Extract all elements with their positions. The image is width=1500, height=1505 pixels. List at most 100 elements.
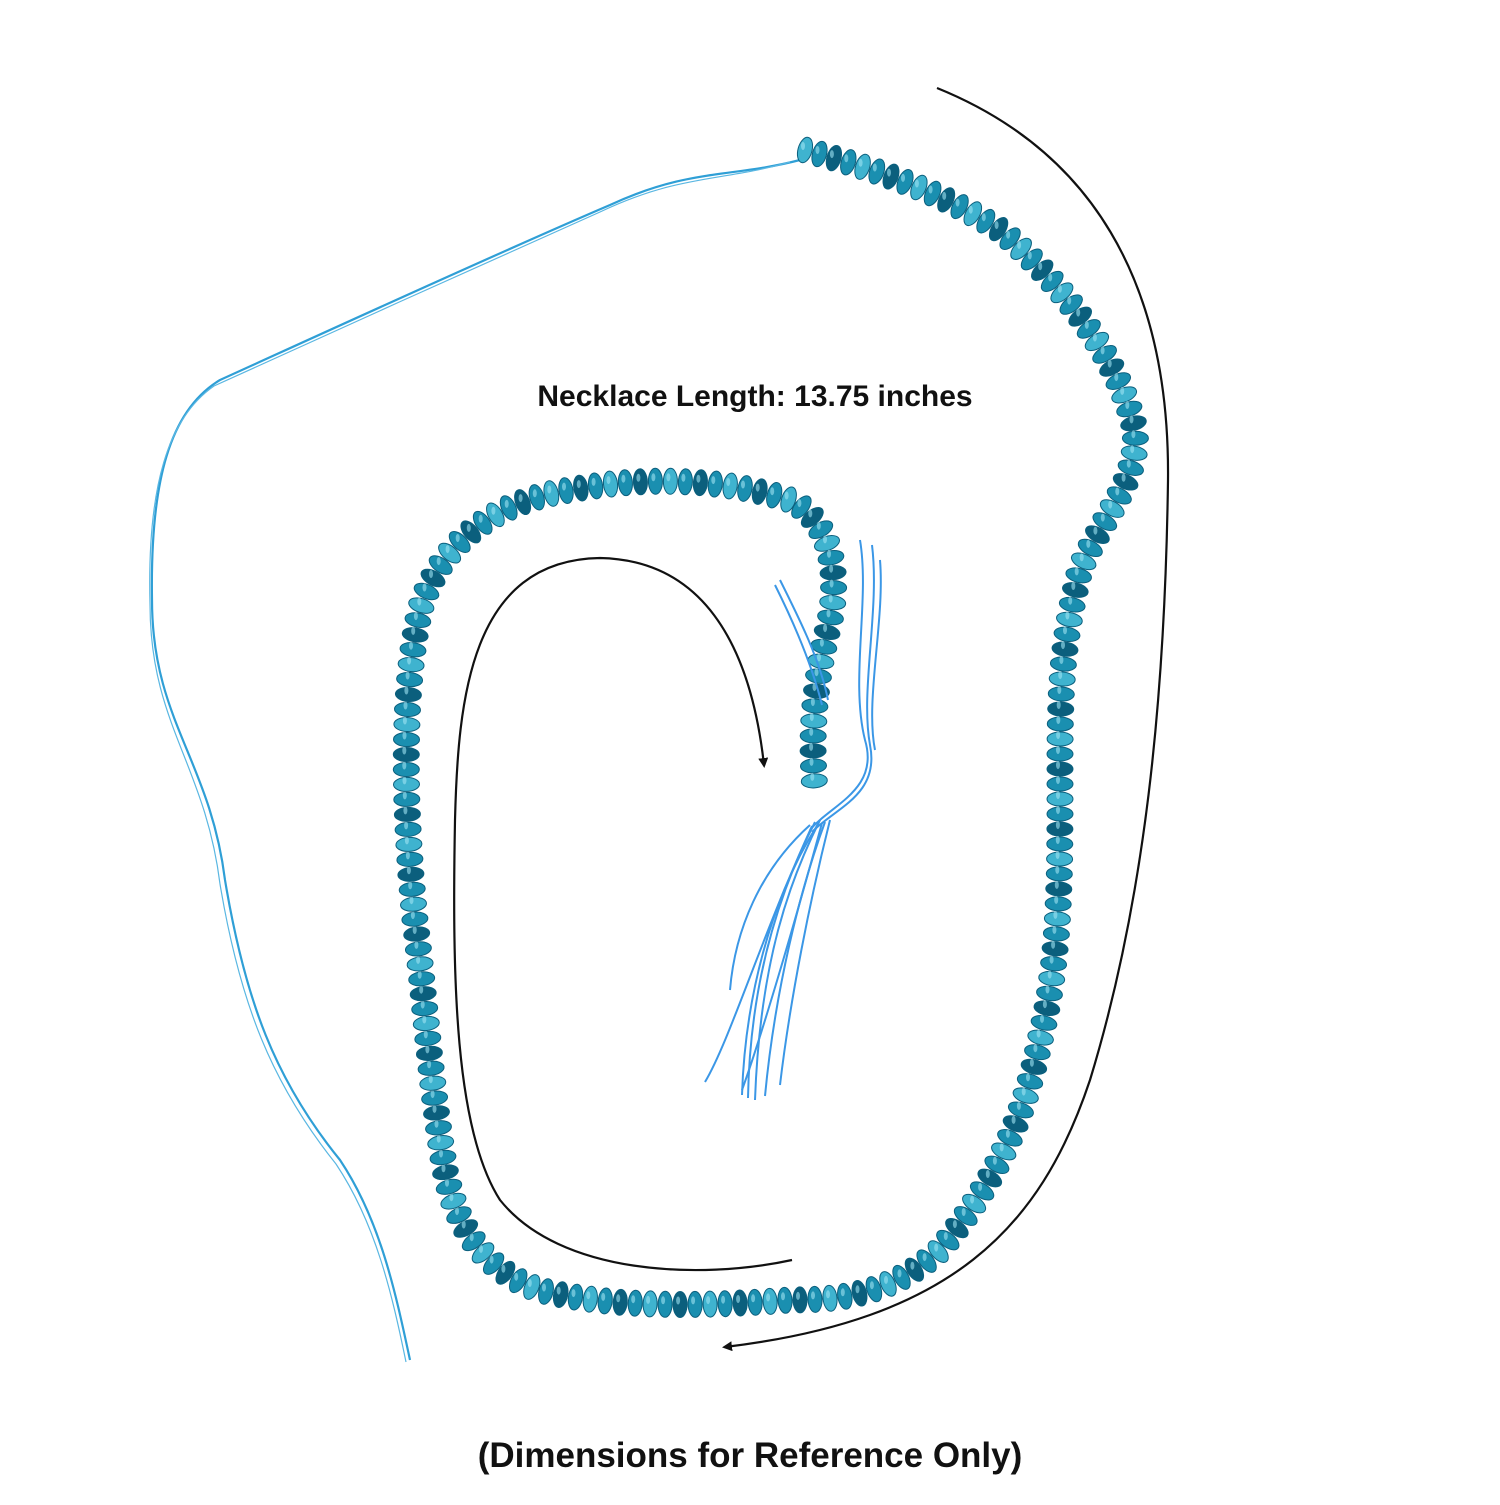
bead	[923, 180, 942, 207]
bead-highlight	[411, 626, 416, 635]
bead-highlight	[829, 150, 834, 159]
bead	[1044, 896, 1072, 912]
bead-highlight	[576, 480, 581, 489]
bead	[395, 836, 423, 852]
bead	[1046, 791, 1074, 807]
bead-highlight	[439, 1149, 443, 1158]
necklace-length-label: Necklace Length: 13.75 inches	[537, 380, 973, 413]
bead	[393, 731, 420, 748]
bead	[567, 1283, 584, 1311]
bead	[813, 624, 841, 641]
bead-highlight	[968, 205, 973, 214]
bead-highlight	[928, 185, 933, 194]
bead	[508, 1268, 528, 1294]
bead	[398, 881, 426, 897]
bead	[472, 510, 493, 535]
bead	[796, 136, 814, 164]
bead-highlight	[970, 1195, 975, 1204]
bead-highlight	[501, 1264, 506, 1273]
bead-highlight	[1065, 611, 1070, 620]
bead-highlight	[405, 671, 410, 680]
bead-highlight	[826, 609, 831, 618]
bead	[1040, 956, 1068, 972]
bead-highlight	[1100, 346, 1105, 355]
bead-highlight	[766, 1293, 771, 1302]
bead-highlight	[676, 1296, 681, 1305]
bead	[1045, 881, 1073, 897]
bead	[396, 851, 424, 867]
bead-highlight	[711, 476, 716, 485]
bead-highlight	[1026, 1073, 1030, 1082]
bead-highlight	[796, 1291, 800, 1300]
bead	[404, 941, 432, 957]
bead-highlight	[479, 1244, 483, 1253]
bead	[514, 489, 532, 516]
bead	[1048, 671, 1076, 687]
bead-highlight	[404, 686, 409, 695]
bead	[988, 217, 1009, 242]
bead-highlight	[781, 1292, 785, 1301]
bead-highlight	[1129, 415, 1134, 424]
bead	[421, 1090, 449, 1106]
bead-highlight	[414, 940, 419, 949]
bead	[991, 1142, 1017, 1161]
bead-highlight	[491, 506, 496, 515]
bead	[1046, 761, 1074, 777]
bead	[800, 506, 824, 528]
bead	[892, 1264, 911, 1290]
bead-highlight	[706, 1296, 711, 1305]
bead	[1117, 459, 1144, 476]
bead-highlight	[547, 485, 552, 494]
bead	[791, 495, 812, 519]
bead-highlight	[840, 1288, 845, 1297]
bead	[803, 683, 830, 699]
bead-highlight	[666, 473, 671, 482]
bead	[1010, 237, 1032, 260]
bead	[1027, 1029, 1054, 1046]
bead-highlight	[828, 594, 833, 603]
bead	[1046, 806, 1074, 822]
bead	[420, 568, 446, 588]
bead-highlight	[741, 480, 745, 489]
bead	[1024, 1044, 1051, 1061]
bead-highlight	[1011, 1115, 1016, 1124]
bead	[662, 467, 678, 495]
bead	[1121, 430, 1149, 446]
bead-highlight	[1121, 473, 1126, 482]
bead-highlight	[469, 1233, 474, 1242]
bead	[1071, 552, 1097, 571]
bead	[1020, 248, 1043, 271]
bead	[1085, 525, 1110, 545]
bead	[412, 1015, 440, 1032]
bead-highlight	[1036, 1029, 1041, 1038]
bead-highlight	[409, 641, 413, 650]
bead-highlight	[809, 727, 814, 736]
bead	[543, 480, 560, 507]
bead-highlight	[542, 1283, 546, 1292]
bead	[879, 1271, 897, 1297]
bead-highlight	[1074, 567, 1079, 576]
bead	[1033, 1000, 1061, 1016]
bead-highlight	[455, 1207, 459, 1216]
bead-highlight	[1130, 445, 1135, 454]
bead	[1068, 306, 1093, 327]
bead	[1059, 294, 1083, 315]
bead	[657, 1290, 673, 1318]
bead	[801, 698, 829, 714]
bead-highlight	[736, 1295, 741, 1303]
bead-highlight	[504, 499, 509, 508]
bead-highlight	[404, 836, 409, 845]
bead	[461, 1231, 486, 1252]
bead-highlight	[402, 791, 407, 800]
bead-highlight	[405, 851, 410, 860]
bead	[807, 1285, 823, 1313]
bead	[411, 1001, 439, 1017]
bead-highlight	[461, 1220, 466, 1229]
bead-highlight	[651, 473, 656, 482]
bead-highlight	[423, 1030, 428, 1039]
bead-highlight	[809, 757, 814, 766]
bead-highlight	[1055, 851, 1060, 859]
bead	[428, 555, 453, 575]
bead	[1106, 486, 1132, 505]
bead-highlight	[1114, 373, 1119, 382]
